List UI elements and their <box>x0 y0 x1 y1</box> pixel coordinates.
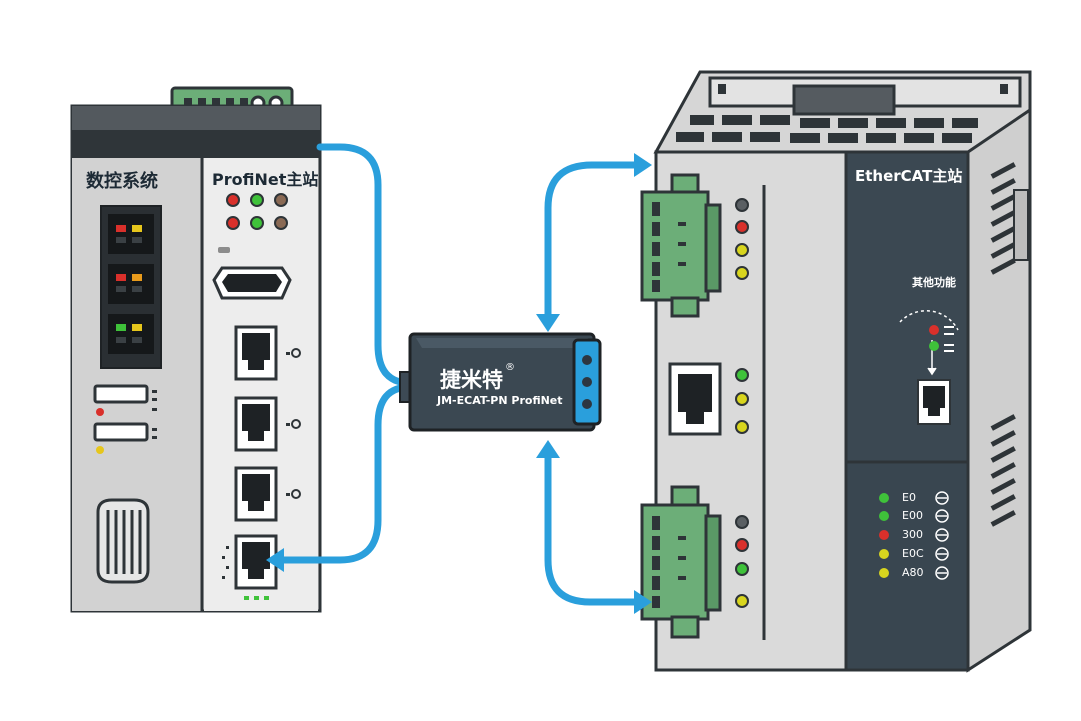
link-ecat-top <box>544 161 640 329</box>
connection-lines <box>278 143 640 606</box>
arrow-head-port4 <box>266 548 284 572</box>
top-connector <box>792 84 896 116</box>
gateway-device <box>399 332 602 432</box>
other-functions-label: 其他功能 <box>912 276 956 289</box>
status-row-label: E00 <box>902 509 923 522</box>
status-row-label: E0C <box>902 547 924 560</box>
profinet-master-label: ProfiNet主站 <box>212 170 319 189</box>
ethercat-master-label: EtherCAT主站 <box>855 167 963 185</box>
status-row-label: 300 <box>902 528 923 541</box>
right-device <box>640 70 1032 673</box>
status-row-label: A80 <box>902 566 924 579</box>
arrow-head-ecat-bottom-right <box>634 590 652 614</box>
gateway-registered-mark: ® <box>505 362 515 373</box>
usb-slot-2 <box>93 422 149 442</box>
rj45-port-1 <box>234 325 278 381</box>
rj45-port-3 <box>234 466 278 522</box>
gateway-model: JM-ECAT-PN ProfiNet <box>437 394 563 407</box>
cnc-system-label: 数控系统 <box>86 171 158 192</box>
left-vent-grille <box>96 498 150 584</box>
green-connector-bottom <box>640 485 722 639</box>
link-cnc-top <box>316 143 414 387</box>
arrow-head-ecat-top-right <box>634 153 652 177</box>
rj45-port-2 <box>234 396 278 452</box>
link-ecat-bottom <box>544 446 640 606</box>
status-row-label: E0 <box>902 491 916 504</box>
left-device <box>70 86 322 613</box>
gateway-brand: 捷米特 <box>440 368 503 392</box>
arrow-head-ecat-top-down <box>536 314 560 332</box>
function-dial <box>899 310 959 376</box>
right-small-port <box>917 379 951 425</box>
usb-slot-1 <box>93 384 149 404</box>
green-connector-top <box>640 173 722 318</box>
right-rj45-port <box>668 362 722 436</box>
arrow-head-ecat-bottom-up <box>536 440 560 458</box>
link-cnc-bottom <box>278 383 414 564</box>
